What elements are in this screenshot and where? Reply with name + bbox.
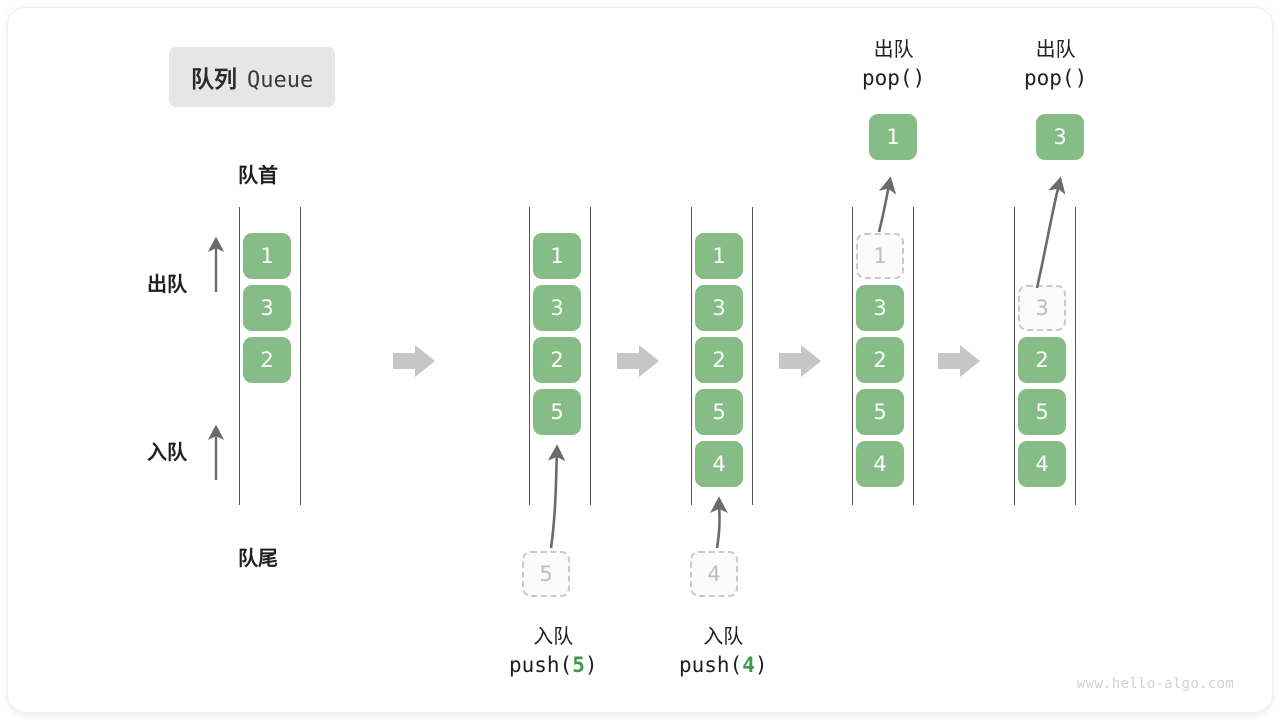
step-arrow-icon [938,345,980,377]
title-en: Queue [247,68,314,93]
step-arrow-icon [393,345,435,377]
queue-cell: 1 [243,233,291,279]
popped-ghost-cell: 1 [856,233,904,279]
pop-1-arrow-icon [877,176,897,233]
rail-right-col1 [300,207,301,505]
queue-cell: 3 [695,285,743,331]
push-4-label-cn: 入队 [703,624,744,648]
queue-cell: 2 [1018,337,1066,383]
title-badge: 队列 Queue [169,47,336,107]
rail-left-col5 [1014,207,1015,505]
enqueue-direction-label: 入队 [147,440,187,464]
rail-left-col2 [529,207,530,505]
pop-1-operation: 出队 pop() [862,33,925,90]
rail-right-col3 [752,207,753,505]
popped-ghost-cell: 3 [1018,285,1066,331]
pop-2-code: pop() [1024,66,1088,90]
step-arrow-icon [779,345,821,377]
queue-cell: 4 [695,441,743,487]
push-ghost-cell: 4 [690,551,738,597]
popped-element: 3 [1036,114,1084,160]
queue-cell: 2 [533,337,581,383]
title-cn: 队列 [191,67,237,93]
queue-cell: 5 [695,389,743,435]
queue-cell: 2 [695,337,743,383]
pop-1-code: pop() [862,66,926,90]
queue-tail-label: 队尾 [238,546,278,570]
queue-cell: 5 [533,389,581,435]
rail-left-col3 [691,207,692,505]
queue-head-label: 队首 [238,163,278,187]
queue-cell: 4 [856,441,904,487]
step-arrow-icon [617,345,659,377]
push-4-arrow-icon [710,496,728,549]
rail-right-col5 [1075,207,1076,505]
queue-cell: 2 [856,337,904,383]
dequeue-direction-label: 出队 [147,272,187,296]
queue-cell: 3 [243,285,291,331]
queue-cell: 5 [856,389,904,435]
queue-cell: 1 [533,233,581,279]
rail-left-col4 [852,207,853,505]
push-ghost-cell: 5 [522,551,570,597]
push-4-code: push(4) [679,653,768,677]
queue-cell: 4 [1018,441,1066,487]
push-5-operation: 入队 push(5) [509,620,598,677]
pop-2-operation: 出队 pop() [1024,33,1087,90]
queue-cell: 1 [695,233,743,279]
queue-cell: 3 [856,285,904,331]
push-4-operation: 入队 push(4) [679,620,768,677]
watermark: www.hello-algo.com [1076,676,1234,692]
push-5-code: push(5) [509,653,598,677]
queue-cell: 5 [1018,389,1066,435]
rail-right-col4 [913,207,914,505]
rail-right-col2 [590,207,591,505]
rail-left-col1 [239,207,240,505]
popped-element: 1 [869,114,917,160]
queue-cell: 2 [243,337,291,383]
pop-2-arrow-icon [1035,176,1066,289]
push-5-label-cn: 入队 [533,624,574,648]
push-5-arrow-icon [547,444,566,549]
pop-1-label-cn: 出队 [873,37,914,61]
queue-cell: 3 [533,285,581,331]
pop-2-label-cn: 出队 [1035,37,1076,61]
